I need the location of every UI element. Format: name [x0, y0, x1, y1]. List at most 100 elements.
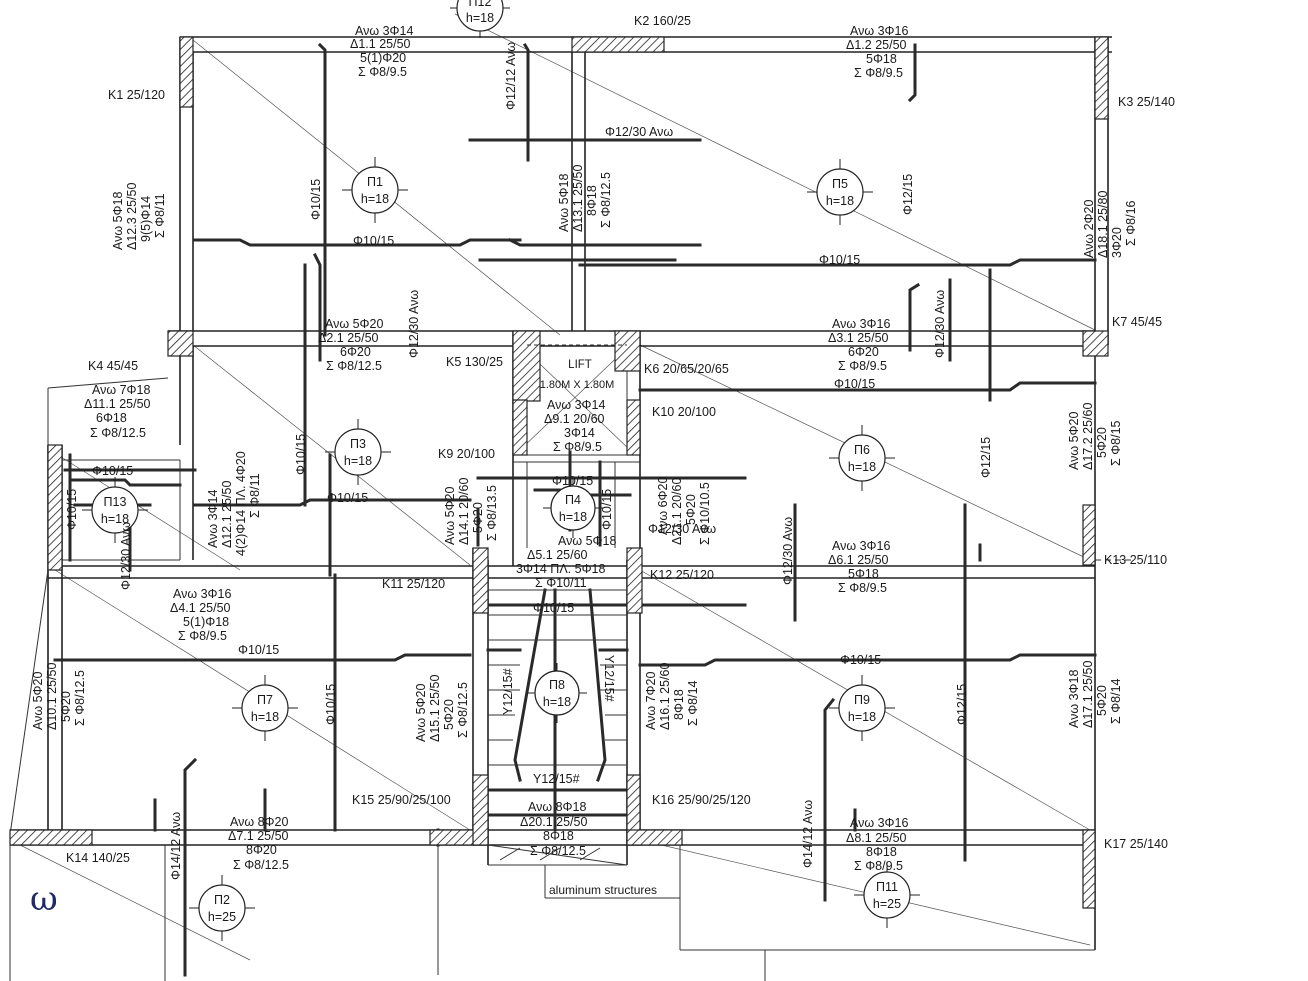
column-labels: K1 25/120 K2 160/25 K3 25/140 K4 45/45 K…	[66, 14, 1175, 865]
beam-stirrups: Σ Φ8/13.5	[485, 485, 499, 541]
slab-id: Π3	[350, 437, 366, 451]
beam-d14-1: Ανω 5Φ20 Δ14.1 20/60 5Φ20 Σ Φ8/13.5	[443, 478, 499, 545]
slab-p2: Π2 h=25	[189, 875, 255, 941]
slab-p4: Π4 h=18	[543, 478, 603, 538]
rebar-label: Φ12/30 Ανω	[119, 522, 133, 590]
beam-bottom-bars: 3Φ14 ΠΛ. 5Φ18	[516, 562, 606, 576]
slab-id: Π9	[854, 693, 870, 707]
beam-d13-1: Ανω 5Φ18 Δ13.1 25/50 8Φ18 Σ Φ8/12.5	[557, 165, 613, 232]
beam-d12-1: Ανω 3Φ14 Δ12.1 25/50 4(2)Φ14 ΠΛ. 4Φ20 Σ …	[206, 451, 262, 556]
beam-d15-1: Ανω 5Φ20 Δ15.1 25/50 5Φ20 Σ Φ8/12.5	[414, 675, 470, 742]
beam-stirrups: Σ Φ8/14	[686, 680, 700, 726]
column-label-k17: K17 25/140	[1104, 837, 1168, 851]
beam-id: Δ7.1 25/50	[228, 829, 289, 843]
beam-id: Δ2.1 25/50	[318, 331, 379, 345]
rebar-label: Φ10/15	[238, 643, 279, 657]
rebar-label: Φ10/15	[353, 234, 394, 248]
beam-bottom-bars: 6Φ18	[96, 411, 127, 425]
slab-p1: Π1 h=18	[342, 157, 408, 223]
beam-d9-1: Ανω 3Φ14 Δ9.1 20/60 3Φ14 Σ Φ8/9.5	[544, 398, 605, 454]
beam-bottom-bars: 5(1)Φ20	[360, 51, 406, 65]
beam-d7-1: Ανω 8Φ20 Δ7.1 25/50 8Φ20 Σ Φ8/12.5	[228, 815, 289, 872]
slab-p11: Π11 h=25	[854, 862, 920, 928]
column-k6	[614, 330, 641, 372]
slab-thickness: h=18	[361, 192, 389, 206]
beam-top-bars: Ανω 7Φ18	[92, 383, 150, 397]
rebar-label: Φ12/12 Ανω	[504, 42, 518, 110]
beam-stirrups: Σ Φ8/9.5	[838, 359, 887, 373]
rebar-label: Y12/15#	[501, 668, 515, 715]
slab-p12: Π12 h=18	[450, 0, 510, 38]
slab-thickness: h=18	[543, 695, 571, 709]
beam-d21-1: Ανω 6Φ20 Δ21.1 20/60 5Φ20 Σ Φ10/10.5	[656, 477, 712, 545]
beam-id: Δ1.1 25/50	[350, 37, 411, 51]
column-label-k15: K15 25/90/25/100	[352, 793, 451, 807]
beam-top-bars: Ανω 3Φ14	[206, 490, 220, 548]
lift-label: LIFT	[568, 359, 592, 371]
beam-bottom-bars: 6Φ20	[340, 345, 371, 359]
column-label-k3: K3 25/140	[1118, 95, 1175, 109]
beam-bottom-bars: 5Φ20	[1095, 427, 1109, 458]
beam-id: Δ3.1 25/50	[828, 331, 889, 345]
beam-top-bars: Ανω 3Φ16	[832, 539, 890, 553]
beam-top-bars: Ανω 5Φ20	[31, 672, 45, 730]
rebar-label: Φ10/15	[309, 179, 323, 220]
rebar-label: Φ10/15	[600, 489, 614, 530]
column-k14	[9, 829, 93, 846]
slab-thickness: h=18	[848, 710, 876, 724]
slab-thickness: h=18	[466, 11, 494, 25]
rebar-label: Φ14/12 Ανω	[169, 812, 183, 880]
slab-p13: Π13 h=18	[82, 477, 148, 543]
column-k13	[1082, 504, 1096, 566]
beam-bottom-bars: 5Φ20	[684, 494, 698, 525]
slab-thickness: h=25	[873, 897, 901, 911]
beam-id: Δ12.3 25/50	[125, 183, 139, 250]
beam-top-bars: Ανω 5Φ20	[1067, 412, 1081, 470]
slab-thickness: h=18	[559, 510, 587, 524]
beam-d20-1: Ανω 8Φ18 Δ20.1 25/50 8Φ18 Σ Φ8/12.5	[520, 800, 587, 858]
rebar-label: Φ10/15	[834, 377, 875, 391]
beam-top-bars: Ανω 5Φ18	[557, 174, 571, 232]
beam-top-bars: Ανω 3Φ16	[850, 24, 908, 38]
beam-id: Δ1.2 25/50	[846, 38, 907, 52]
rebar-label: Φ10/15	[294, 434, 308, 475]
beam-bottom-bars: 8Φ18	[672, 689, 686, 720]
slab-p8: Π8 h=18	[527, 663, 587, 723]
slab-p5: Π5 h=18	[807, 159, 873, 225]
beam-d2-1: Ανω 5Φ20 Δ2.1 25/50 6Φ20 Σ Φ8/12.5	[318, 317, 383, 373]
beam-d3-1: Ανω 3Φ16 Δ3.1 25/50 6Φ20 Σ Φ8/9.5	[828, 317, 890, 373]
slab-marks: Π12 h=18 Π1 h=18 Π5 h=18 Π3 h=18 Π6 h=18	[82, 0, 920, 941]
beam-d8-1: Ανω 3Φ16 Δ8.1 25/50 8Φ18 Σ Φ8/9.5	[846, 816, 908, 873]
beam-id: Δ16.1 25/60	[658, 663, 672, 730]
beam-d6-1: Ανω 3Φ16 Δ6.1 25/50 5Φ18 Σ Φ8/9.5	[828, 539, 890, 595]
beam-d4-1: Ανω 3Φ16 Δ4.1 25/50 5(1)Φ18 Σ Φ8/9.5	[170, 587, 231, 643]
beam-top-bars: Ανω 5Φ18	[111, 192, 125, 250]
rebar-label: Φ10/15	[324, 684, 338, 725]
column-k3	[1094, 36, 1109, 120]
beam-stirrups: Σ Φ8/12.5	[73, 670, 87, 726]
beam-stirrups: Σ Φ8/12.5	[233, 858, 289, 872]
column-k12	[626, 547, 643, 614]
beam-bottom-bars: 5Φ20	[471, 502, 485, 533]
beam-stirrups: Σ Φ10/11	[535, 576, 587, 590]
column-label-k7: K7 45/45	[1112, 315, 1162, 329]
beam-top-bars: Ανω 3Φ18	[1067, 670, 1081, 728]
beam-bottom-bars: 8Φ18	[866, 845, 897, 859]
column-label-k10: K10 20/100	[652, 405, 716, 419]
beam-stirrups: Σ Φ8/12.5	[456, 682, 470, 738]
rebar-label: Φ10/15	[327, 491, 368, 505]
slab-id: Π11	[876, 880, 898, 894]
beam-d16-1: Ανω 7Φ20 Δ16.1 25/60 8Φ18 Σ Φ8/14	[644, 663, 700, 730]
rebar-labels: Φ12/12 Ανω Φ12/30 Ανω Φ10/15 Φ10/15 Φ12/…	[65, 42, 993, 880]
beam-bottom-bars: 8Φ18	[543, 829, 574, 843]
column-label-k6: K6 20/65/20/65	[644, 362, 729, 376]
beam-stirrups: Σ Φ8/12.5	[599, 172, 613, 228]
column-label-k12: K12 25/120	[650, 568, 714, 582]
beam-bottom-bars: 3Φ20	[1110, 227, 1124, 258]
beam-id: Δ4.1 25/50	[170, 601, 231, 615]
beam-d5-1: Ανω 5Φ18 Δ5.1 25/60 3Φ14 ΠΛ. 5Φ18 Σ Φ10/…	[516, 534, 616, 590]
beam-labels: Ανω 3Φ14 Δ1.1 25/50 5(1)Φ20 Σ Φ8/9.5 Ανω…	[84, 24, 908, 873]
rebar-label: Φ10/15	[552, 474, 593, 488]
beam-id: Δ8.1 25/50	[846, 831, 907, 845]
slab-id: Π7	[257, 693, 273, 707]
